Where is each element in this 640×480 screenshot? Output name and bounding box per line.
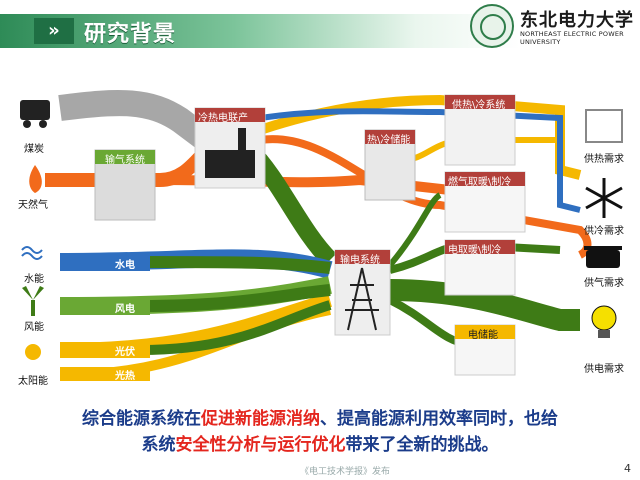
gas-label: 天然气 xyxy=(18,200,48,211)
caption-1c: 、提高能源利用效率同时，也给 xyxy=(320,409,558,429)
title-bar xyxy=(0,14,520,48)
university-name-en: NORTHEAST ELECTRIC POWER UNIVERSITY xyxy=(520,30,624,46)
caption-1b: 促进新能源消纳 xyxy=(201,409,320,429)
gas-flow-demand xyxy=(259,135,592,259)
thermal-storage-label: 热\冷储能 xyxy=(367,135,411,146)
power-out xyxy=(389,279,580,331)
bar-pv xyxy=(60,342,150,358)
solar-label: 太阳能 xyxy=(18,376,48,387)
windmill-icon xyxy=(22,286,44,316)
snowflake-icon xyxy=(585,178,623,218)
thermal-storage-header xyxy=(365,130,415,144)
caption-1a: 综合能源系统在 xyxy=(82,409,201,429)
caption-2c: 带来了全新的挑战。 xyxy=(345,435,499,455)
cold-flow xyxy=(259,108,581,213)
electric-storage-header xyxy=(455,325,515,339)
power-to-heatpump xyxy=(387,192,442,267)
university-logo xyxy=(470,4,514,48)
flame-icon xyxy=(29,165,42,193)
cold-demand-label: 供冷需求 xyxy=(584,226,624,237)
electric-heating-label: 电取暖\制冷 xyxy=(448,245,502,256)
sun-icon xyxy=(25,344,41,360)
power-demand-label: 供电需求 xyxy=(584,364,624,375)
bar-solar-thermal xyxy=(60,367,150,381)
radiator-icon xyxy=(585,109,623,143)
power-system-box xyxy=(334,249,391,336)
wind-power-label: 风电 xyxy=(115,304,135,315)
electric-heating-header xyxy=(445,240,515,254)
caption-2a: 系统 xyxy=(141,435,176,455)
page-number: 4 xyxy=(624,462,631,475)
hydro-power-label: 水电 xyxy=(115,260,135,271)
wind-label: 风能 xyxy=(24,322,44,333)
double-arrow-icon: » xyxy=(34,18,74,44)
slide-title: 研究背景 xyxy=(84,22,177,47)
coal-label: 煤炭 xyxy=(24,144,44,155)
chp-header xyxy=(195,108,265,122)
caption-2b: 安全性分析与运行优化 xyxy=(175,435,346,455)
transmission-tower-icon xyxy=(345,267,379,331)
university-name-cn: 东北电力大学 xyxy=(520,10,634,31)
gas-heating-label: 燃气取暖\制冷 xyxy=(448,177,512,188)
chp-label: 冷热电联产 xyxy=(198,113,248,124)
power-system-label: 输电系统 xyxy=(340,255,380,266)
gas-system-header xyxy=(95,150,155,164)
bar-wind xyxy=(60,297,150,315)
gas-heating-header xyxy=(445,172,525,186)
factory-icon xyxy=(205,128,255,178)
bar-hydro xyxy=(60,253,150,271)
coal-flow xyxy=(58,90,228,161)
heat-demand-label: 供热需求 xyxy=(584,154,624,165)
electric-storage-label: 电储能 xyxy=(468,330,498,341)
pv-label: 光伏 xyxy=(115,347,135,358)
caption-line-1: 综合能源系统在促进新能源消纳、提高能源利用效率同时，也给 xyxy=(0,404,640,429)
cooking-pot-icon xyxy=(584,246,622,268)
power-to-wind-green xyxy=(139,284,331,312)
power-system-header xyxy=(335,250,390,264)
water-icon xyxy=(21,246,43,260)
caption-line-2: 系统安全性分析与运行优化带来了全新的挑战。 xyxy=(0,430,640,455)
heat-supply-label: 供热\冷系统 xyxy=(452,100,506,111)
gas-system-label: 输气系统 xyxy=(105,155,145,166)
footer-source: 《电工技术学报》发布 xyxy=(300,467,391,477)
power-to-hydro-green xyxy=(139,256,331,274)
gas-demand-label: 供气需求 xyxy=(584,278,624,289)
light-bulb-icon xyxy=(591,305,617,338)
power-to-pv-green xyxy=(139,300,332,355)
coal-cart-icon xyxy=(20,100,50,128)
solar-thermal-label: 光热 xyxy=(115,371,135,382)
hydro-label: 水能 xyxy=(24,274,44,285)
heat-flow xyxy=(258,94,582,180)
heat-supply-header xyxy=(445,95,515,109)
